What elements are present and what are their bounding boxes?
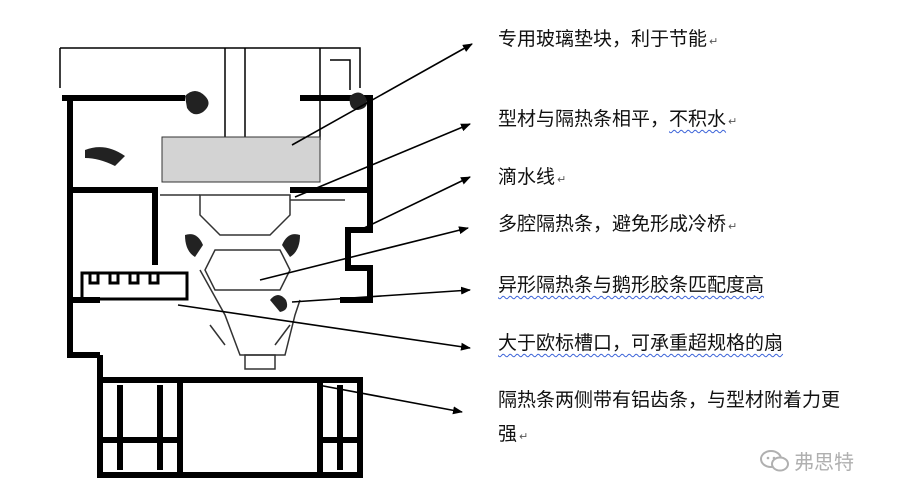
callout-glass-pad: 专用玻璃垫块，利于节能↵ (498, 28, 719, 50)
leader-line-7 (317, 384, 463, 415)
gasket-blobs (85, 91, 367, 312)
aluminum-teeth-chamber (80, 271, 189, 301)
callout-aluminum-teeth: 隔热条两侧带有铝齿条，与型材附着力更强↵ (498, 389, 841, 445)
outer-frame-profile (62, 95, 373, 358)
callout-shaped-strip: 异形隔热条与鹅形胶条匹配度高 (498, 274, 765, 296)
leader-line-5 (291, 286, 471, 303)
leader-line-2 (294, 123, 471, 198)
watermark-text: 弗思特 (794, 450, 854, 474)
watermark: 弗思特 (760, 446, 854, 475)
callout-drip-line: 滴水线↵ (498, 166, 567, 188)
callout-flush-profile: 型材与隔热条相平，不积水↵ (498, 108, 738, 130)
glass-pad-block (161, 136, 321, 183)
thermal-break-strip (160, 194, 345, 370)
leader-lines (177, 43, 473, 415)
leader-line-1 (291, 43, 473, 146)
leader-line-6 (177, 304, 471, 351)
callout-multi-chamber: 多腔隔热条，避免形成冷桥↵ (498, 213, 738, 235)
callout-euro-groove: 大于欧标槽口，可承重超规格的扇 (498, 332, 784, 354)
leader-line-3 (359, 176, 471, 231)
glass-frame-outline (59, 47, 361, 140)
leader-line-4 (259, 226, 469, 281)
lower-chamber-profile (97, 355, 363, 478)
wechat-icon (760, 449, 789, 471)
